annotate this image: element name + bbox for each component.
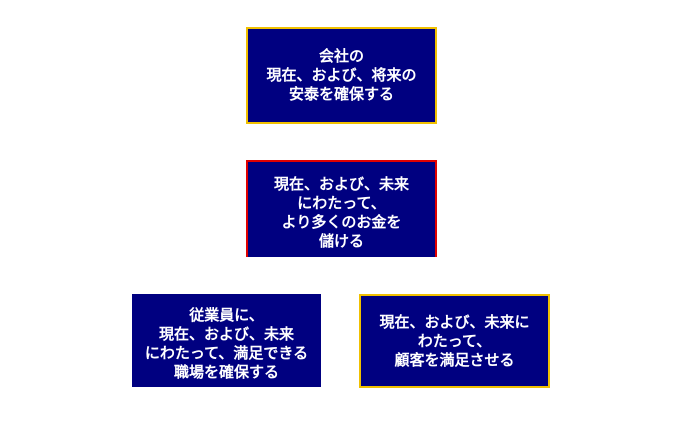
box-line: 現在、および、将来の — [266, 66, 417, 84]
box-line: 儲ける — [318, 231, 364, 250]
box-line: にわたって、満足できる — [144, 343, 309, 362]
box-line: にわたって、 — [297, 193, 386, 212]
box-line: 従業員に、 — [189, 305, 264, 324]
box-line: より多くのお金を — [281, 212, 402, 231]
box-line: 安泰を確保する — [288, 85, 394, 103]
box-line: 現在、および、未来 — [158, 324, 294, 343]
goal-box-employee-workplace: 従業員に、 現在、および、未来 にわたって、満足できる 職場を確保する — [132, 294, 321, 387]
box-line: わたって、 — [417, 331, 492, 350]
goal-box-company-security: 会社の 現在、および、将来の 安泰を確保する — [246, 27, 437, 124]
goal-box-customer-satisfaction: 現在、および、未来に わたって、 顧客を満足させる — [359, 294, 550, 388]
box-line: 顧客を満足させる — [394, 350, 515, 369]
box-line: 現在、および、未来 — [273, 174, 409, 193]
box-line: 職場を確保する — [173, 362, 279, 381]
box-line: 現在、および、未来に — [379, 312, 530, 331]
goal-box-make-money: 現在、および、未来 にわたって、 より多くのお金を 儲ける — [246, 160, 437, 257]
box-line: 会社の — [318, 47, 364, 65]
